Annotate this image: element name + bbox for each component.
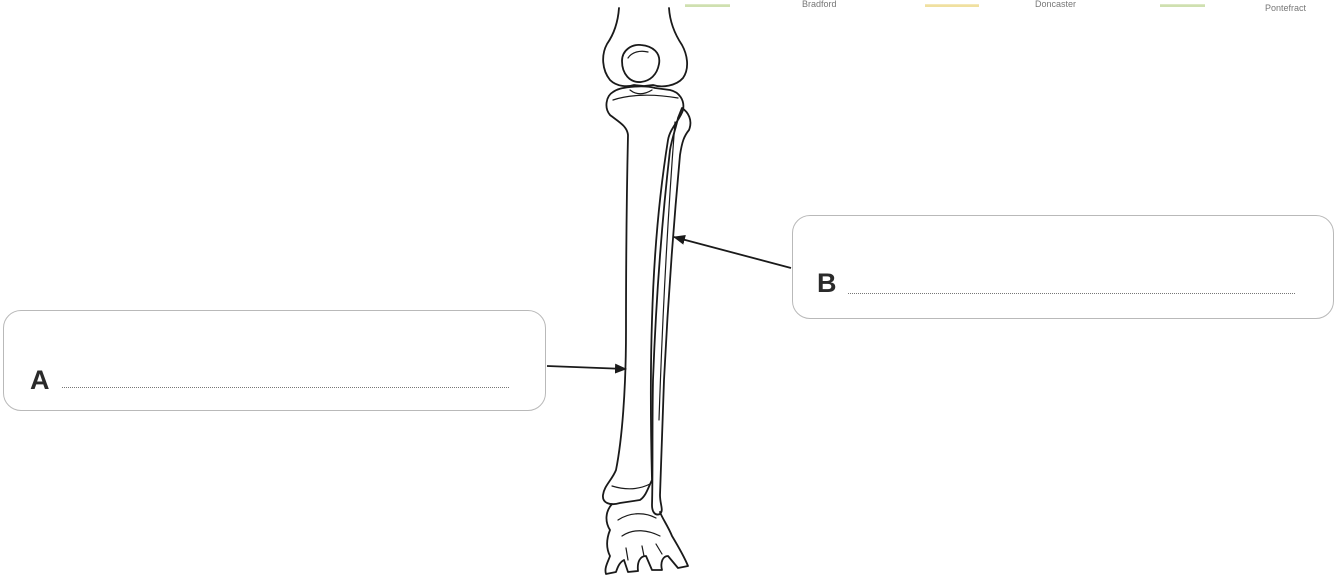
label-letter-b: B: [817, 270, 837, 297]
pointer-arrow-b: [674, 237, 791, 268]
tibia-bone: [603, 86, 683, 504]
pointer-arrow-a: [547, 366, 626, 369]
answer-field-a[interactable]: [62, 369, 509, 388]
label-box-b: [792, 215, 1334, 319]
femur-bone: [603, 8, 687, 86]
patella-bone: [622, 45, 659, 82]
label-box-a: [3, 310, 546, 411]
label-letter-a: A: [30, 367, 50, 394]
answer-field-b[interactable]: [848, 275, 1295, 294]
